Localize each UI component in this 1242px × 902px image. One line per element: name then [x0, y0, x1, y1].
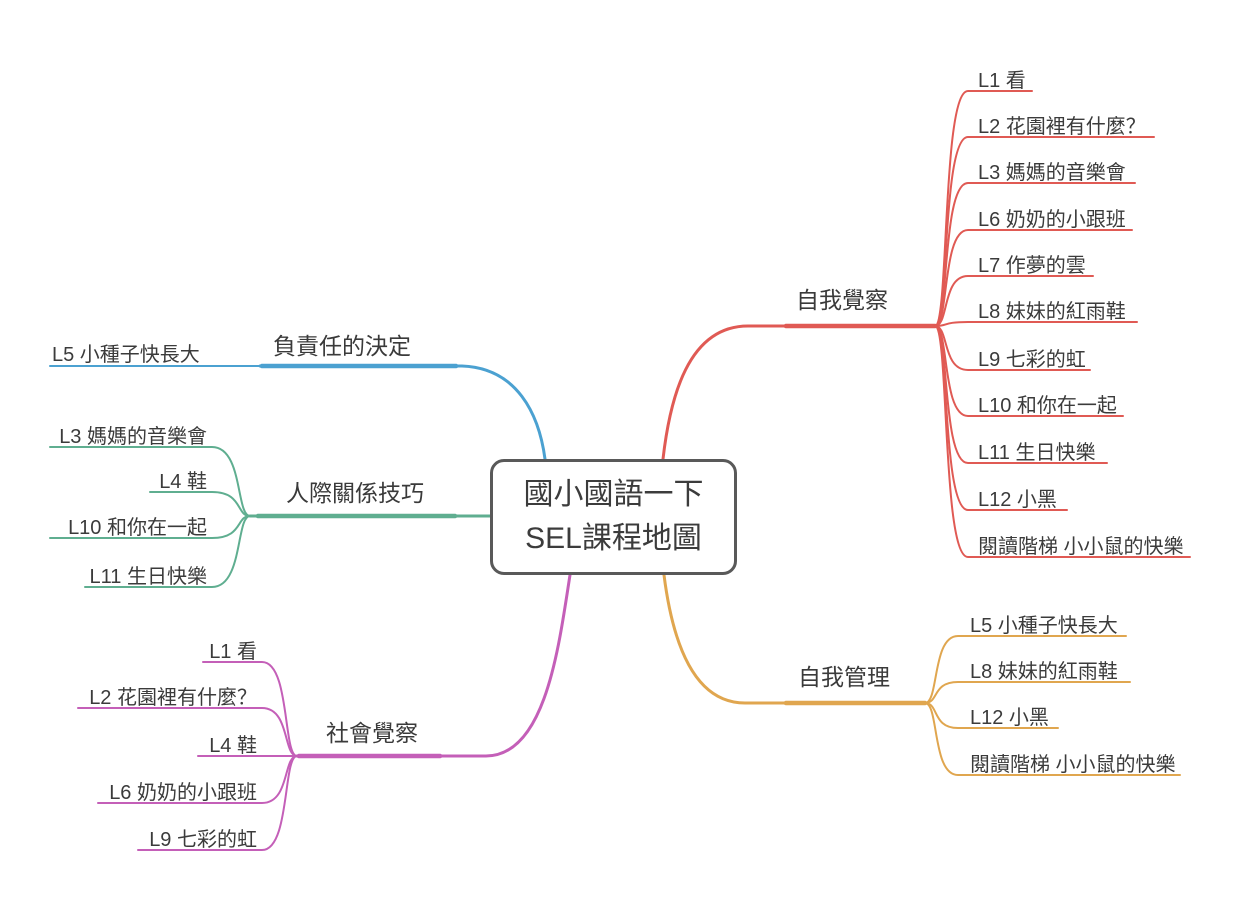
branch-lines-social-awareness — [77, 573, 572, 851]
branch-topic-social-awareness[interactable]: 社會覺察 — [326, 720, 418, 746]
child-connector — [924, 702, 1059, 729]
branch-lines-self-management — [662, 573, 1181, 776]
child-topic[interactable]: L5 小種子快長大 — [52, 344, 200, 366]
child-topic[interactable]: L5 小種子快長大 — [970, 615, 1118, 637]
child-topic[interactable]: L3 媽媽的音樂會 — [978, 162, 1126, 184]
branch-topic-relationship-skills[interactable]: 人際關係技巧 — [286, 480, 424, 506]
child-topic[interactable]: L1 看 — [209, 641, 257, 663]
child-topic[interactable]: 閱讀階梯 小小鼠的快樂 — [978, 536, 1184, 558]
branch-line — [295, 573, 572, 758]
child-connector — [49, 515, 251, 539]
child-connector — [77, 707, 298, 757]
child-connector — [49, 446, 251, 517]
child-connector — [149, 491, 251, 517]
child-topic[interactable]: L10 和你在一起 — [68, 517, 207, 539]
child-topic[interactable]: L6 奶奶的小跟班 — [978, 209, 1126, 231]
branch-topic-responsible-decision-making[interactable]: 負責任的決定 — [273, 333, 411, 359]
branch-topic-self-awareness[interactable]: 自我覺察 — [796, 287, 888, 313]
branch-line — [661, 324, 937, 461]
child-connector — [924, 635, 1127, 704]
child-topic[interactable]: L3 媽媽的音樂會 — [59, 426, 207, 448]
branch-topic-self-management[interactable]: 自我管理 — [798, 664, 890, 690]
child-topic[interactable]: L7 作夢的雲 — [978, 255, 1086, 277]
child-topic[interactable]: L12 小黑 — [978, 489, 1057, 511]
child-topic[interactable]: L10 和你在一起 — [978, 395, 1117, 417]
branch-lines-relationship-skills — [49, 446, 492, 588]
child-connector — [934, 229, 1133, 327]
central-topic-line1: 國小國語一下 — [523, 478, 704, 511]
child-topic[interactable]: L11 生日快樂 — [89, 566, 207, 588]
central-topic[interactable]: 國小國語一下 SEL課程地圖 — [490, 459, 737, 575]
child-topic[interactable]: L4 鞋 — [209, 735, 257, 757]
child-topic[interactable]: L1 看 — [978, 70, 1026, 92]
child-topic[interactable]: 閱讀階梯 小小鼠的快樂 — [970, 754, 1176, 776]
child-topic[interactable]: L2 花園裡有什麼？ — [978, 116, 1146, 138]
central-topic-line2: SEL課程地圖 — [525, 522, 702, 555]
child-connector — [84, 515, 251, 588]
branch-lines-self-awareness — [661, 90, 1191, 558]
child-connector — [202, 661, 298, 757]
branch-lines-responsible-decision-making — [49, 363, 547, 461]
child-topic[interactable]: L9 七彩的虹 — [978, 349, 1086, 371]
child-topic[interactable]: L6 奶奶的小跟班 — [109, 782, 257, 804]
child-connector — [137, 755, 298, 851]
branch-line — [258, 364, 547, 461]
child-topic[interactable]: L9 七彩的虹 — [149, 829, 257, 851]
child-topic[interactable]: L8 妹妹的紅雨鞋 — [978, 301, 1126, 323]
child-connector — [924, 702, 1181, 776]
child-topic[interactable]: L4 鞋 — [159, 471, 207, 493]
child-connector — [934, 325, 1191, 558]
child-topic[interactable]: L11 生日快樂 — [978, 442, 1096, 464]
child-topic[interactable]: L2 花園裡有什麼？ — [89, 687, 257, 709]
branch-line — [662, 573, 927, 705]
child-topic[interactable]: L12 小黑 — [970, 707, 1049, 729]
child-connector — [934, 275, 1094, 327]
child-connector — [924, 681, 1131, 704]
child-connector — [934, 321, 1138, 327]
child-topic[interactable]: L8 妹妹的紅雨鞋 — [970, 661, 1118, 683]
